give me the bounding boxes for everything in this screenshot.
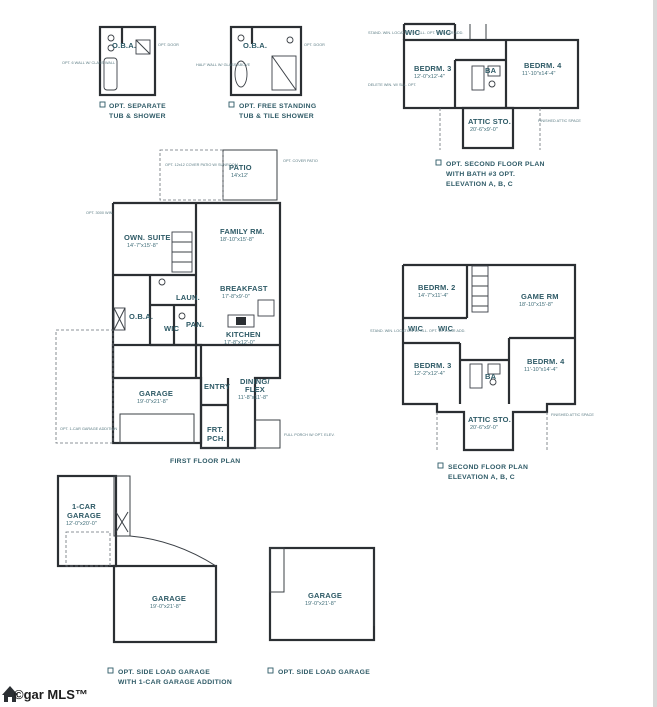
wic-label: WIC (408, 324, 424, 333)
note-wall: OPT. 6 WALL W/ CLASS WALL (62, 61, 115, 65)
note-full-porch: FULL PORCH W/ OPT. ELEV. (284, 433, 335, 437)
frt-label: FRT. (207, 425, 224, 434)
bedrm4-label: BEDRM. 4 (524, 61, 562, 70)
logo: ©gar MLS™ (2, 686, 88, 702)
car1b-label: GARAGE (67, 511, 101, 520)
own-suite-label: OWN. SUITE (124, 233, 171, 242)
note-wall: HALF WALL W/ GLASS ABOVE (196, 63, 251, 67)
garage-label: GARAGE (308, 591, 342, 600)
opt-side-load-1car: 1-CAR GARAGE 12'-0"x20'-0" GARAGE 19'-0"… (56, 474, 232, 686)
caption: FIRST FLOOR PLAN (170, 458, 241, 465)
family-label: FAMILY RM. (220, 227, 265, 236)
family-dim: 18'-10"x15'-8" (220, 237, 254, 243)
attic-dim: 20'-6"x9'-0" (470, 425, 498, 431)
garage-dim: 19'-0"x21'-8" (137, 399, 168, 405)
caption-line3: ELEVATION A, B, C (446, 181, 513, 188)
garage-label: GARAGE (139, 389, 173, 398)
note-covered: OPT. COVER PATIO (283, 159, 318, 163)
dining2-label: FLEX (245, 385, 265, 394)
second-floor-plan: BEDRM. 2 14'-7"x11'-4" GAME RM 18'-10"x1… (370, 263, 594, 481)
note-win: OPT. 3000 WIN. (86, 211, 113, 215)
caption-line2: TUB & TILE SHOWER (239, 113, 314, 120)
opt-second-floor-bath3: WIC WIC BEDRM. 3 12'-0"x12'-4" BEDRM. 4 … (368, 22, 581, 188)
game-label: GAME RM (521, 292, 559, 301)
room-label: O.B.A. (112, 41, 136, 50)
note-garage-add: OPT. 1-CAR GARAGE ADDITION (60, 427, 117, 431)
note-finish: FINISHED ATTIC SPACE (538, 119, 581, 123)
attic-label: ATTIC STO. (468, 117, 511, 126)
breakfast-label: BREAKFAST (220, 284, 268, 293)
caption-line2: TUB & SHOWER (109, 113, 166, 120)
opt-separate-tub-shower: O.B.A. OPT. DOOR OPT. 6 WALL W/ CLASS WA… (62, 25, 179, 120)
car1-label: 1-CAR (72, 502, 96, 511)
wic2-label: WIC (438, 324, 454, 333)
caption-line1: OPT. SECOND FLOOR PLAN (446, 161, 545, 168)
bedrm4-dim: 11'-10"x14'-4" (524, 367, 557, 373)
wic2-label: WIC (436, 28, 452, 37)
wic-label: WIC (405, 28, 421, 37)
caption-line2: WITH BATH #3 OPT. (446, 171, 515, 178)
wic-label: WIC (164, 324, 180, 333)
caption: OPT. SIDE LOAD GARAGE (278, 669, 370, 676)
own-suite-dim: 14'-7"x15'-8" (127, 243, 158, 249)
oba-label: O.B.A. (129, 312, 153, 321)
bedrm3-label: BEDRM. 3 (414, 361, 451, 370)
attic-dim: 20'-6"x9'-0" (470, 127, 498, 133)
pch-label: PCH. (207, 434, 226, 443)
bedrm2-label: BEDRM. 2 (418, 283, 455, 292)
opt-free-standing-tub: O.B.A. OPT. DOOR HALF WALL W/ GLASS ABOV… (196, 25, 325, 120)
dining-dim: 11'-8"x11'-8" (238, 395, 268, 401)
garage-dim: 19'-0"x21'-8" (150, 604, 181, 610)
note-shelf: STAND. WIN. LOCATION W/ SLL. OPT. W/ 1-C… (368, 31, 463, 35)
ba-label: BA (485, 66, 497, 75)
first-floor-plan: PATIO 14'x12' OWN. SUITE 14'-7"x15'-8" F… (55, 149, 335, 465)
patio-dim: 14'x12' (231, 173, 248, 179)
dining-label: DINING/ (240, 377, 270, 386)
entry-label: ENTRY (204, 382, 230, 391)
bedrm2-dim: 14'-7"x11'-4" (418, 293, 448, 299)
note-door: OPT. DOOR (304, 43, 325, 47)
garage-label: GARAGE (152, 594, 186, 603)
logo-text: ©gar MLS™ (14, 687, 88, 702)
bedrm4-label: BEDRM. 4 (527, 357, 565, 366)
note-finish: FINISHED ATTIC SPACE (551, 413, 594, 417)
note-shelf: STAND. WIN. LOCATION W/ SLL. OPT. W/ 1-C… (370, 329, 465, 333)
caption-line1: OPT. FREE STANDING (239, 103, 316, 110)
house-icon (2, 686, 18, 702)
kitchen-dim: 17'-8"x12'-0" (224, 340, 255, 346)
note-door: OPT. DOOR (158, 43, 179, 47)
caption-line2: ELEVATION A, B, C (448, 474, 515, 481)
breakfast-dim: 17'-8"x9'-0" (222, 294, 250, 300)
bedrm3-label: BEDRM. 3 (414, 64, 451, 73)
caption-line1: OPT. SIDE LOAD GARAGE (118, 669, 210, 676)
patio-label: PATIO (229, 163, 252, 172)
page-edge (653, 0, 657, 707)
note-deleted: DELETE WIN. W/ SLL. OPT. (368, 83, 416, 87)
attic-label: ATTIC STO. (468, 415, 511, 424)
laun-label: LAUN. (176, 293, 200, 302)
ba-label: BA (485, 372, 497, 381)
bedrm4-dim: 11'-10"x14'-4" (522, 71, 555, 77)
game-dim: 18'-10"x15'-8" (519, 302, 553, 308)
garage-dim: 19'-0"x21'-8" (305, 601, 336, 607)
caption-line1: OPT. SEPARATE (109, 103, 166, 110)
caption-line2: WITH 1-CAR GARAGE ADDITION (118, 679, 232, 686)
bedrm3-dim: 12'-0"x12'-4" (414, 74, 445, 80)
pan-label: PAN. (186, 320, 204, 329)
kitchen-label: KITCHEN (226, 330, 261, 339)
bedrm3-dim: 12'-2"x12'-4" (414, 371, 445, 377)
room-label: O.B.A. (243, 41, 267, 50)
opt-side-load: GARAGE 19'-0"x21'-8" OPT. SIDE LOAD GARA… (267, 546, 376, 676)
caption-line1: SECOND FLOOR PLAN (448, 464, 528, 471)
car1-dim: 12'-0"x20'-0" (66, 521, 97, 527)
note-sunroom: OPT. 12x12 COVER PATIO W/ SUNROOM (165, 163, 238, 167)
